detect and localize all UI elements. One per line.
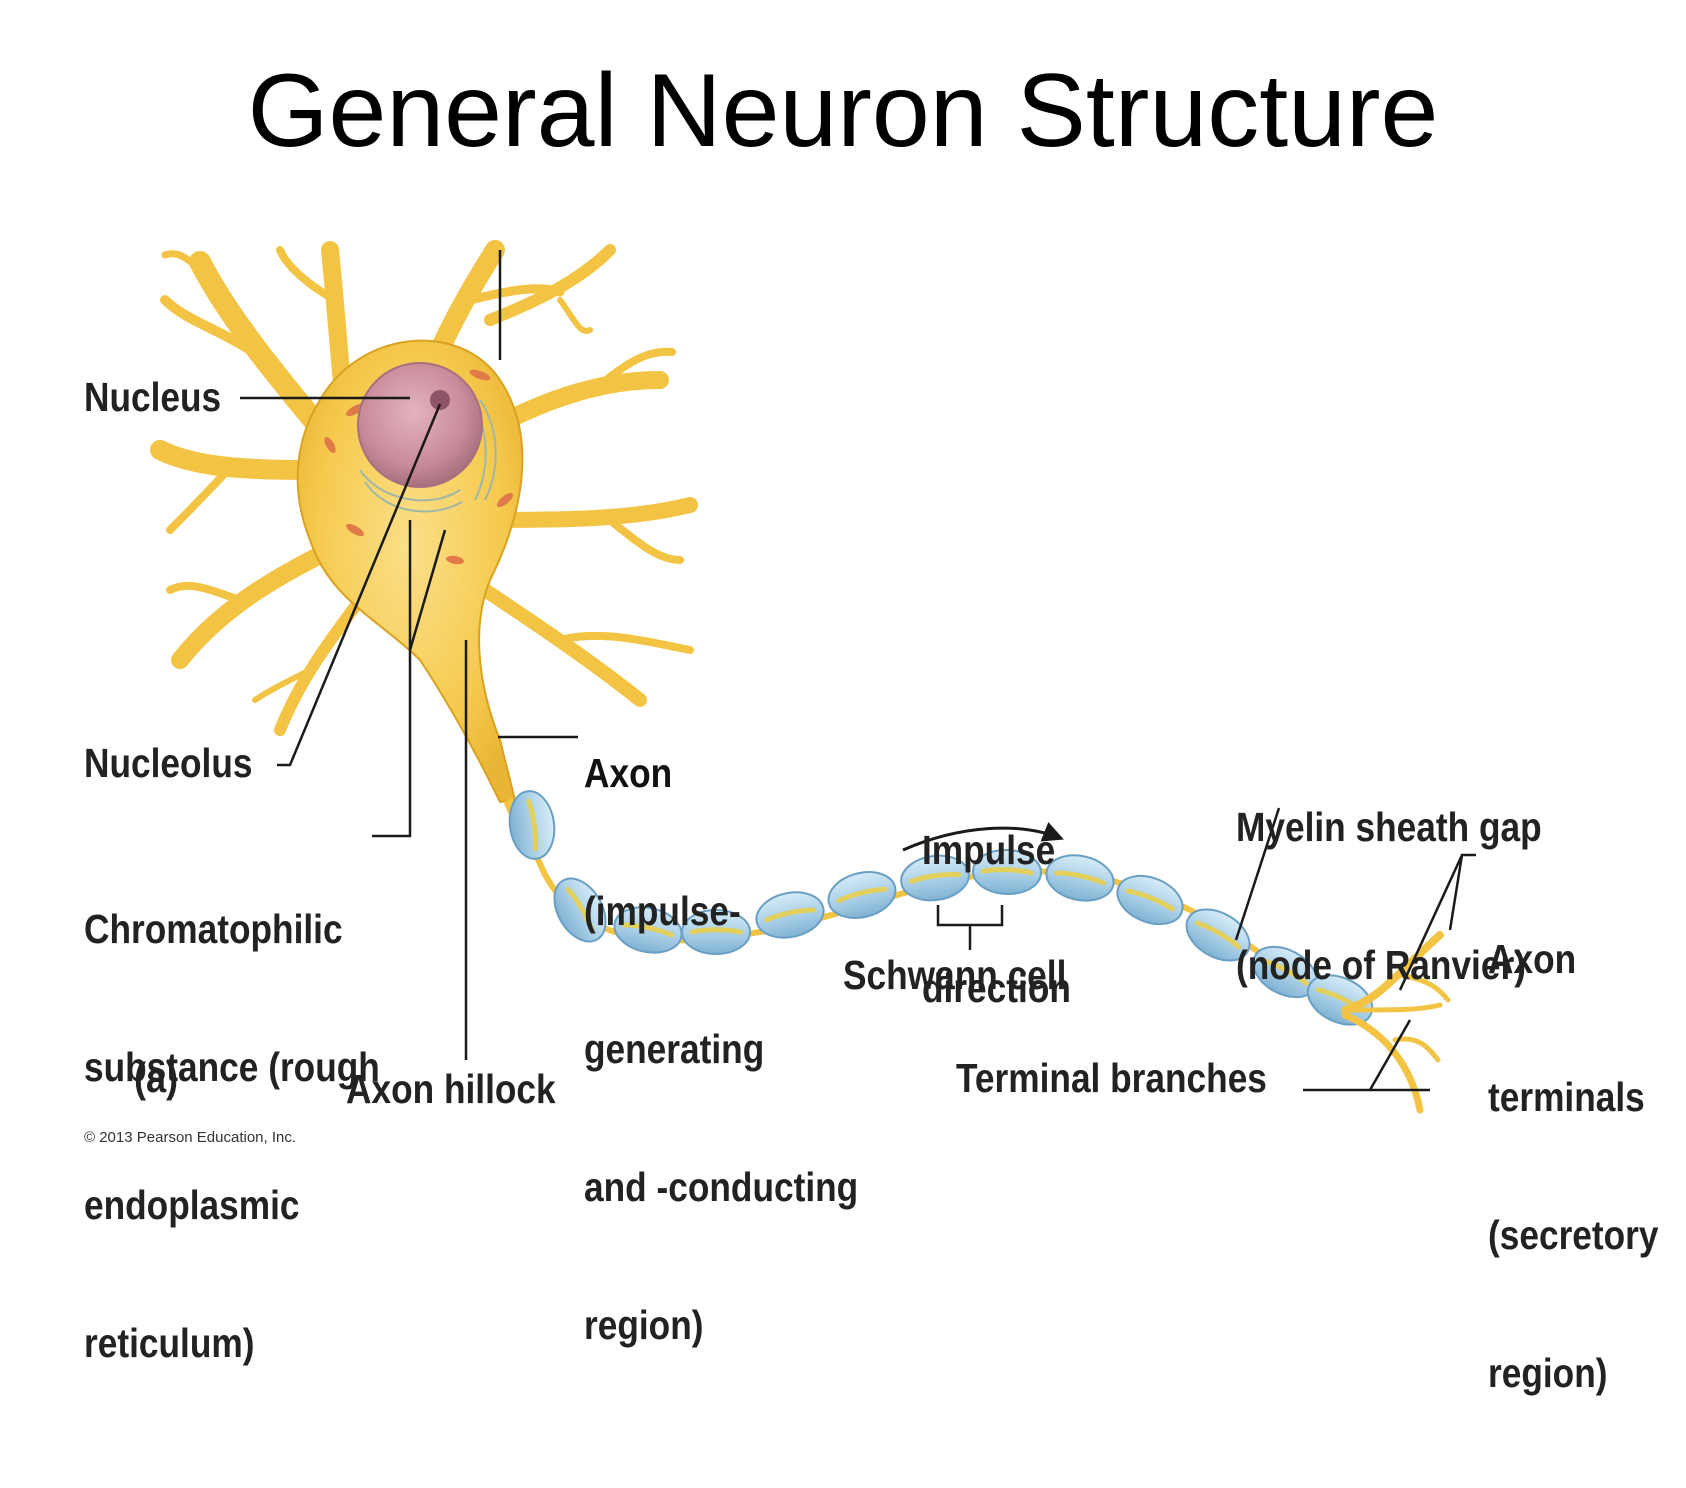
label-impulse-line-2: direction <box>922 965 1071 1011</box>
myelin-sheath <box>508 790 1374 1026</box>
label-impulse-line-1: Impulse <box>922 827 1056 873</box>
label-impulse-direction: Impulse direction <box>922 735 1071 1103</box>
impulse-direction-arrow <box>902 822 1064 852</box>
myelin-segment <box>1116 874 1184 926</box>
myelin-segment <box>1185 908 1251 962</box>
myelin-segment <box>755 891 825 939</box>
panel-label: (a) <box>134 1054 179 1101</box>
neuron-illustration <box>150 240 1476 1114</box>
label-axon-line-2: (impulse- <box>584 888 741 934</box>
label-terminals-line-1: Axon <box>1488 936 1577 982</box>
label-axon-line-5: region) <box>584 1302 704 1348</box>
leader-lines <box>240 250 1476 1092</box>
label-myelin-line-1: Myelin sheath gap <box>1236 804 1542 850</box>
label-nucleolus: Nucleolus <box>84 740 253 786</box>
label-terminals-line-2: terminals <box>1488 1074 1645 1120</box>
label-axon: Axon (impulse- generating and -conductin… <box>584 658 858 1440</box>
neuron-diagram: General Neuron Structure Nucleus Nucleol… <box>84 53 1659 1396</box>
copyright-notice: © 2013 Pearson Education, Inc. <box>84 1129 297 1146</box>
myelin-segment <box>613 906 683 954</box>
organelles <box>324 369 514 565</box>
label-myelin-line-2: (node of Ranvier) <box>1236 942 1526 988</box>
label-chromatophilic-line-3: endoplasmic <box>84 1182 300 1228</box>
nucleolus <box>430 390 450 410</box>
schwann-cell-bracket <box>936 905 1004 950</box>
label-chromatophilic-line-2: substance (rough <box>84 1044 380 1090</box>
label-axon-terminals: Axon terminals (secretory region) <box>1488 844 1659 1488</box>
label-nucleus: Nucleus <box>84 374 222 420</box>
label-axon-title: Axon <box>584 750 673 796</box>
myelin-segment <box>508 790 556 860</box>
label-myelin-sheath-gap: Myelin sheath gap (node of Ranvier) <box>1236 712 1542 1080</box>
label-terminals-line-3: (secretory <box>1488 1212 1659 1258</box>
label-axon-hillock: Axon hillock <box>346 1066 556 1112</box>
nucleus <box>357 362 483 488</box>
myelin-segment <box>827 871 897 919</box>
label-axon-line-3: generating <box>584 1026 765 1072</box>
label-chromatophilic-line-1: Chromatophilic <box>84 906 343 952</box>
label-schwann-cell: Schwann cell <box>843 952 1067 998</box>
myelin-segment <box>1045 854 1115 902</box>
label-terminals-line-4: region) <box>1488 1350 1608 1396</box>
myelin-segment <box>900 854 970 902</box>
label-chromatophilic-line-4: reticulum) <box>84 1320 255 1366</box>
myelin-segment <box>681 909 751 955</box>
myelin-segment <box>553 877 607 943</box>
myelin-segment <box>972 848 1042 896</box>
page-title: General Neuron Structure <box>247 53 1439 169</box>
label-axon-line-4: and -conducting <box>584 1164 859 1210</box>
label-terminal-branches: Terminal branches <box>956 1055 1267 1101</box>
